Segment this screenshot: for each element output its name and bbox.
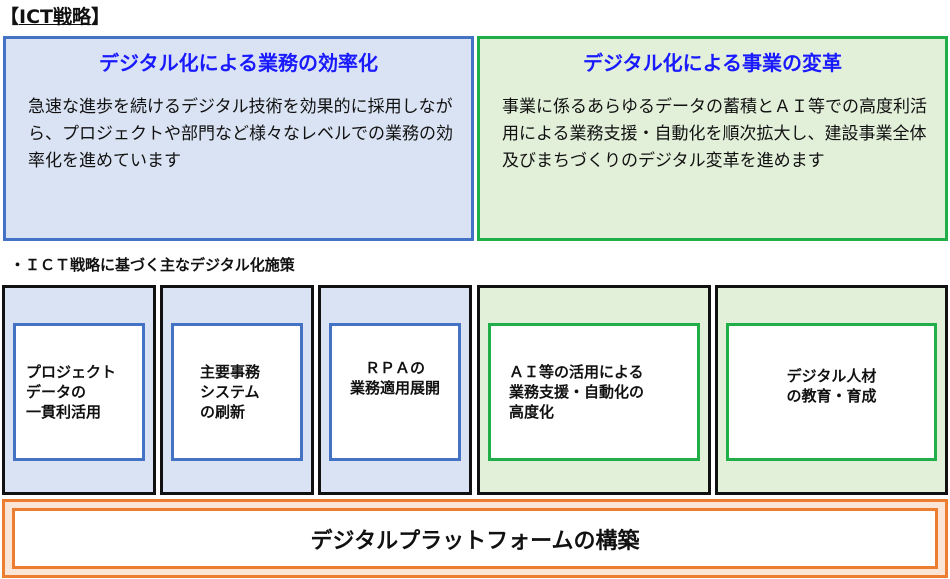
measure-line: 業務支援・自動化の	[509, 383, 645, 401]
measures-heading: ・ＩＣＴ戦略に基づく主なデジタル化施策	[10, 256, 295, 274]
bracket-close: 】	[91, 6, 111, 28]
bracket-open: 【	[0, 6, 20, 28]
measure-line: システム	[200, 383, 260, 401]
measure-line: 業務適用展開	[349, 379, 440, 397]
strategy-transformation: デジタル化による事業の変革 事業に係るあらゆるデータの蓄積とＡＩ等での高度利活用…	[477, 36, 948, 241]
measure-core-systems: 主要事務システムの刷新	[160, 285, 314, 495]
strategy-body: 事業に係るあらゆるデータの蓄積とＡＩ等での高度利活用による業務支援・自動化を順次…	[502, 97, 927, 171]
measure-line: プロジェクト	[26, 363, 117, 381]
measure-line: の教育・育成	[786, 387, 877, 405]
strategy-heading: デジタル化による事業の変革	[583, 51, 842, 75]
strategy-heading: デジタル化による業務の効率化	[99, 51, 378, 75]
measure-line: データの	[26, 383, 87, 401]
measure-line: ＲＰＡの	[364, 359, 425, 377]
platform-label: デジタルプラットフォームの構築	[12, 508, 938, 569]
title-text: ICT戦略	[19, 6, 91, 28]
measure-project-data: プロジェクトデータの一貫利活用	[2, 285, 156, 495]
measure-line: の刷新	[200, 403, 246, 421]
strategy-efficiency: デジタル化による業務の効率化 急速な進歩を続けるデジタル技術を効果的に採用しなが…	[3, 36, 474, 241]
strategy-body: 急速な進歩を続けるデジタル技術を効果的に採用しながら、プロジェクトや部門など様々…	[28, 97, 453, 171]
measure-rpa: ＲＰＡの業務適用展開	[318, 285, 472, 495]
measure-line: 一貫利活用	[26, 403, 102, 421]
measure-digital-talent: デジタル人材の教育・育成	[715, 285, 948, 495]
measure-ai: ＡＩ等の活用による業務支援・自動化の高度化	[477, 285, 711, 495]
page-title: 【ICT戦略】	[0, 2, 110, 29]
measure-line: ＡＩ等の活用による	[509, 363, 644, 381]
digital-platform: デジタルプラットフォームの構築	[2, 499, 948, 578]
measure-line: 主要事務	[200, 363, 261, 381]
measure-line: デジタル人材	[786, 367, 877, 385]
measure-line: 高度化	[509, 403, 555, 421]
